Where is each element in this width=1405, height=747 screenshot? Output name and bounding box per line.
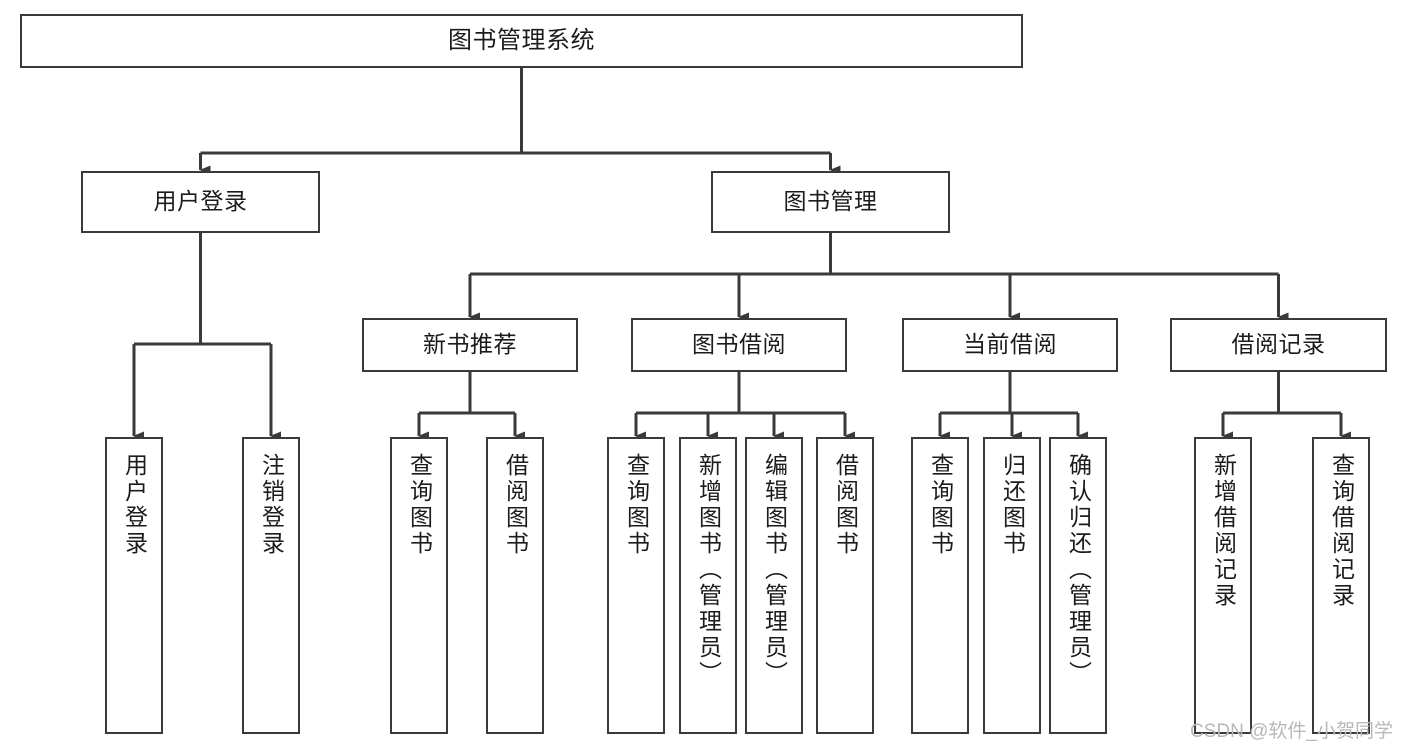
node-leaf-query-book-borrow[interactable]: 查询图书	[607, 437, 665, 734]
node-label: 编辑图书（管理员）	[761, 453, 788, 687]
node-label: 借阅图书	[502, 453, 529, 557]
node-label: 新增图书（管理员）	[695, 453, 722, 687]
node-leaf-borrow-book-new[interactable]: 借阅图书	[486, 437, 544, 734]
node-current-borrow[interactable]: 当前借阅	[902, 318, 1118, 372]
node-leaf-add-book-admin[interactable]: 新增图书（管理员）	[679, 437, 737, 734]
node-leaf-borrow-book[interactable]: 借阅图书	[816, 437, 874, 734]
csdn-watermark: CSDN @软件_小贺同学	[1190, 721, 1393, 742]
node-label: 图书借阅	[692, 331, 786, 358]
node-leaf-add-borrow-record[interactable]: 新增借阅记录	[1194, 437, 1252, 734]
node-label: 确认归还（管理员）	[1065, 453, 1092, 687]
node-label: 查询借阅记录	[1328, 453, 1355, 609]
node-leaf-return-book[interactable]: 归还图书	[983, 437, 1041, 734]
node-label: 查询图书	[406, 453, 433, 557]
node-label: 借阅图书	[832, 453, 859, 557]
node-leaf-user-login[interactable]: 用户登录	[105, 437, 163, 734]
node-book-borrow[interactable]: 图书借阅	[631, 318, 847, 372]
node-label: 新增借阅记录	[1210, 453, 1237, 609]
node-label: 查询图书	[623, 453, 650, 557]
node-leaf-edit-book-admin[interactable]: 编辑图书（管理员）	[745, 437, 803, 734]
node-leaf-query-book-current[interactable]: 查询图书	[911, 437, 969, 734]
node-label: 借阅记录	[1231, 331, 1326, 358]
node-label: 图书管理	[783, 188, 878, 215]
node-book-management[interactable]: 图书管理	[711, 171, 950, 233]
node-label: 查询图书	[927, 453, 954, 557]
node-label: 注销登录	[258, 453, 285, 557]
node-label: 新书推荐	[423, 331, 517, 358]
node-leaf-query-borrow-record[interactable]: 查询借阅记录	[1312, 437, 1370, 734]
node-label: 图书管理系统	[448, 26, 595, 54]
node-borrow-records[interactable]: 借阅记录	[1170, 318, 1387, 372]
node-label: 归还图书	[999, 453, 1026, 557]
node-label: 用户登录	[153, 188, 248, 215]
node-new-book-recommend[interactable]: 新书推荐	[362, 318, 578, 372]
node-leaf-confirm-return-admin[interactable]: 确认归还（管理员）	[1049, 437, 1107, 734]
node-root-book-management-system[interactable]: 图书管理系统	[20, 14, 1023, 68]
node-user-login[interactable]: 用户登录	[81, 171, 320, 233]
node-leaf-user-logout[interactable]: 注销登录	[242, 437, 300, 734]
node-label: 当前借阅	[963, 331, 1057, 358]
node-leaf-query-book-new[interactable]: 查询图书	[390, 437, 448, 734]
node-label: 用户登录	[121, 453, 148, 557]
